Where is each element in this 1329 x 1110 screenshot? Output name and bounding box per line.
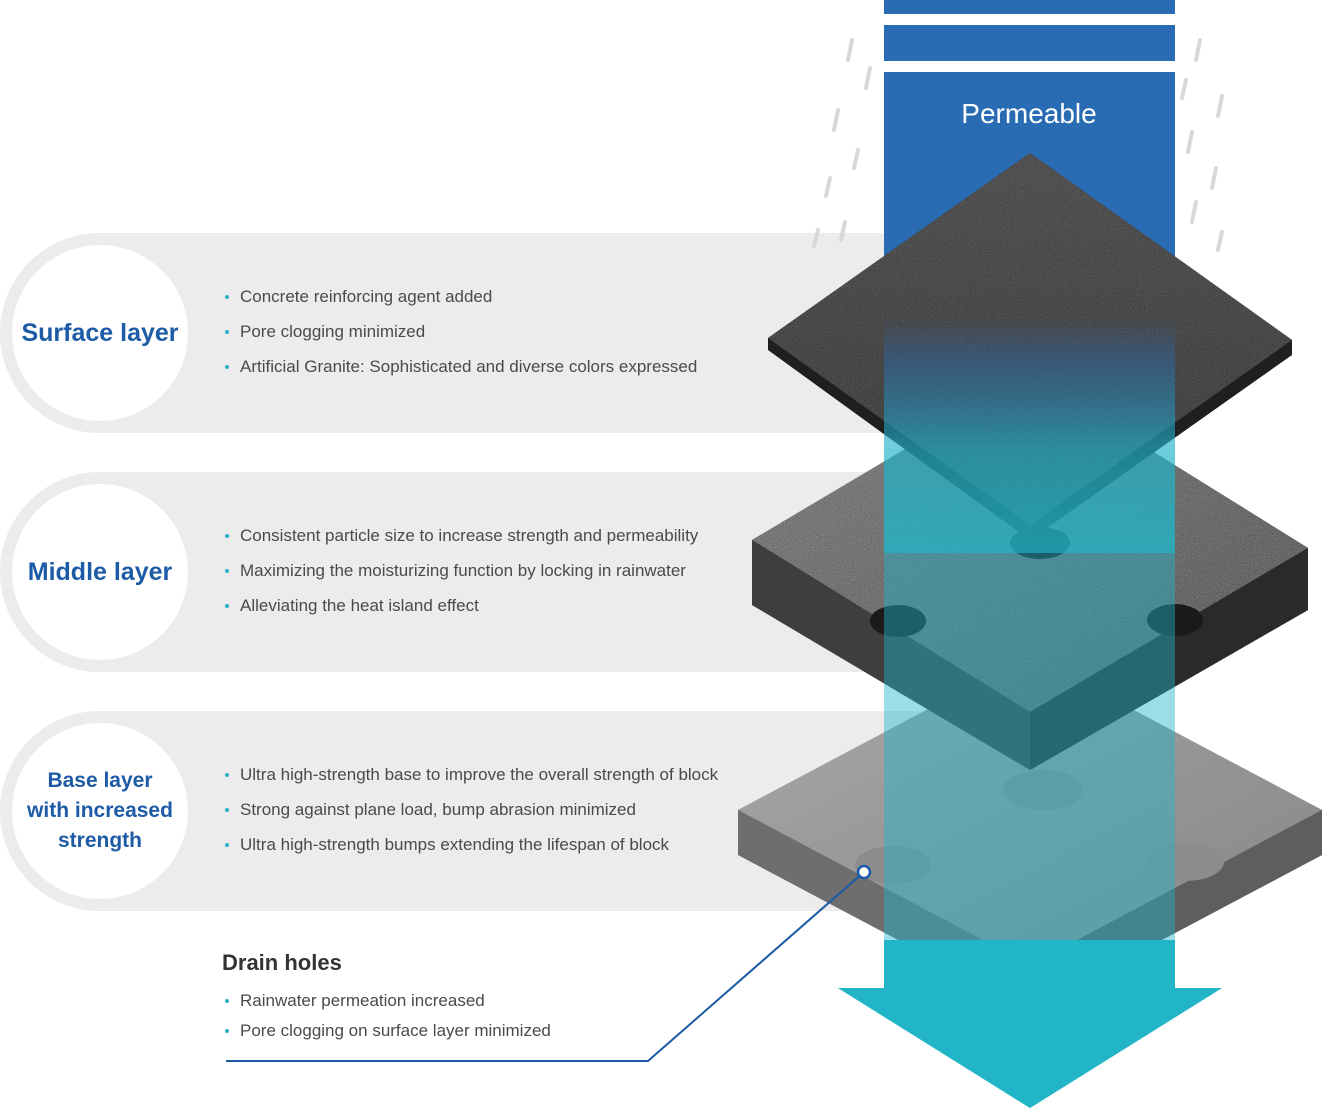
callout-dot-icon <box>856 864 872 880</box>
base-layer-title: Base layer with increased strength <box>27 769 173 852</box>
drain-hole-icon <box>855 846 931 884</box>
arrow-stripe <box>884 25 1175 61</box>
arrow-stripe <box>884 0 1175 14</box>
rain-icon <box>812 38 1224 252</box>
drain-hole-icon <box>1148 843 1224 881</box>
drain-hole-icon <box>870 605 926 637</box>
bullet-item: Concrete reinforcing agent added <box>222 287 697 322</box>
bullet-item: Maximizing the moisturizing function by … <box>222 561 698 596</box>
drain-holes-bullets: Rainwater permeation increased Pore clog… <box>222 991 551 1051</box>
bullet-item: Rainwater permeation increased <box>222 991 551 1021</box>
bullet-item: Pore clogging on surface layer minimized <box>222 1021 551 1051</box>
base-layer-bullets: Ultra high-strength base to improve the … <box>222 765 718 870</box>
permeable-label: Permeable <box>961 98 1097 129</box>
drain-hole-icon <box>1147 604 1203 636</box>
callout-line <box>226 871 865 1062</box>
drain-holes-title: Drain holes <box>222 950 342 975</box>
middle-layer-bullets: Consistent particle size to increase str… <box>222 526 698 631</box>
surface-layer-bullets: Concrete reinforcing agent added Pore cl… <box>222 287 697 392</box>
bullet-item: Consistent particle size to increase str… <box>222 526 698 561</box>
surface-layer-title: Surface layer <box>21 319 179 347</box>
bullet-item: Alleviating the heat island effect <box>222 596 698 631</box>
bullet-item: Artificial Granite: Sophisticated and di… <box>222 357 697 392</box>
middle-layer-title: Middle layer <box>27 558 173 586</box>
bullet-item: Ultra high-strength base to improve the … <box>222 765 718 800</box>
arrow-head-icon <box>838 988 1222 1108</box>
drain-hole-icon <box>1003 770 1083 810</box>
bullet-item: Strong against plane load, bump abrasion… <box>222 800 718 835</box>
bullet-item: Ultra high-strength bumps extending the … <box>222 835 718 870</box>
bullet-item: Pore clogging minimized <box>222 322 697 357</box>
